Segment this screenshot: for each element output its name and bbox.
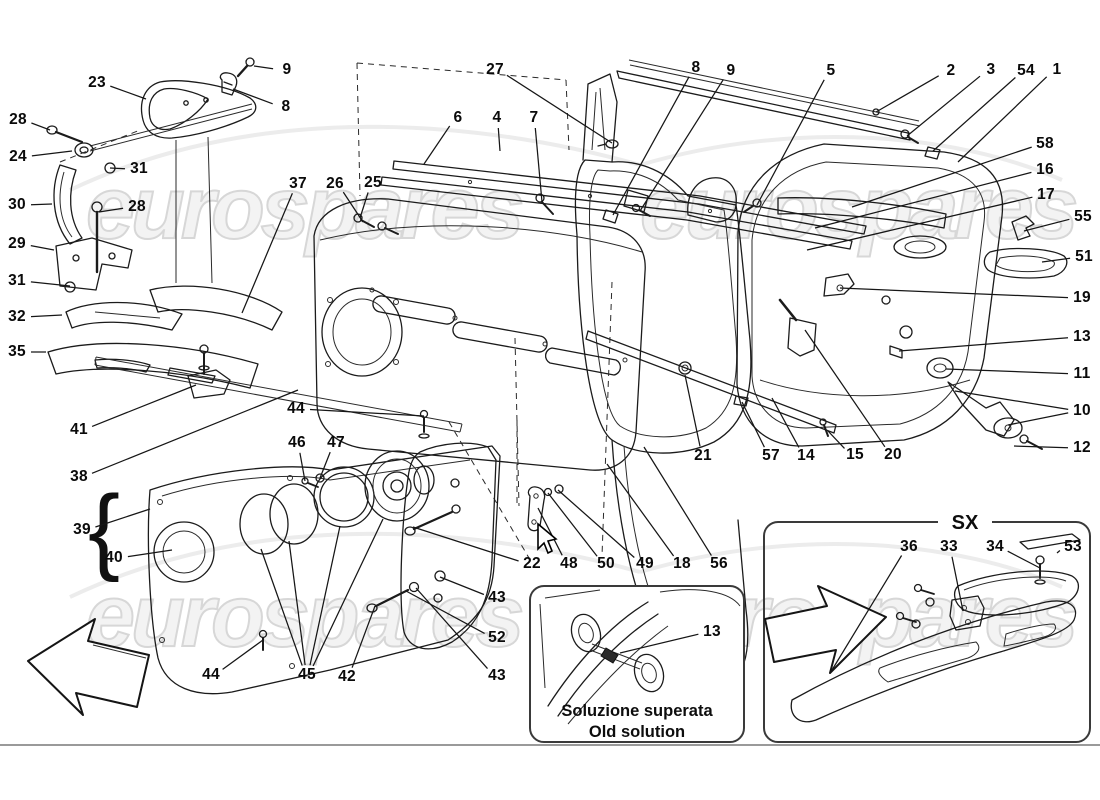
check-strap-and-hinge-parts <box>585 215 1068 450</box>
speaker-panel-assembly <box>147 409 501 695</box>
old-solution-caption-en: Old solution <box>589 723 685 741</box>
sx-inset-title: SX <box>952 512 979 534</box>
outer-door-shell <box>736 108 1004 447</box>
map-pocket-panel-and-fasteners <box>366 420 564 650</box>
door-pull-and-armrest-parts <box>47 164 463 433</box>
door-trim-panel <box>313 198 646 559</box>
mouse-cursor[interactable] <box>537 522 558 555</box>
direction-arrow-left <box>27 618 150 716</box>
window-rails-and-weatherstrips <box>356 59 921 250</box>
direction-arrow-right <box>764 585 887 674</box>
old-solution-caption-it: Soluzione superata <box>561 702 713 720</box>
sx-inset: SX <box>763 510 1091 743</box>
leader-lines <box>30 65 1071 671</box>
watermark-text: eurospares <box>640 158 1076 257</box>
old-solution-inset: Soluzione superata Old solution <box>529 585 745 743</box>
brace-39: { <box>88 476 120 583</box>
